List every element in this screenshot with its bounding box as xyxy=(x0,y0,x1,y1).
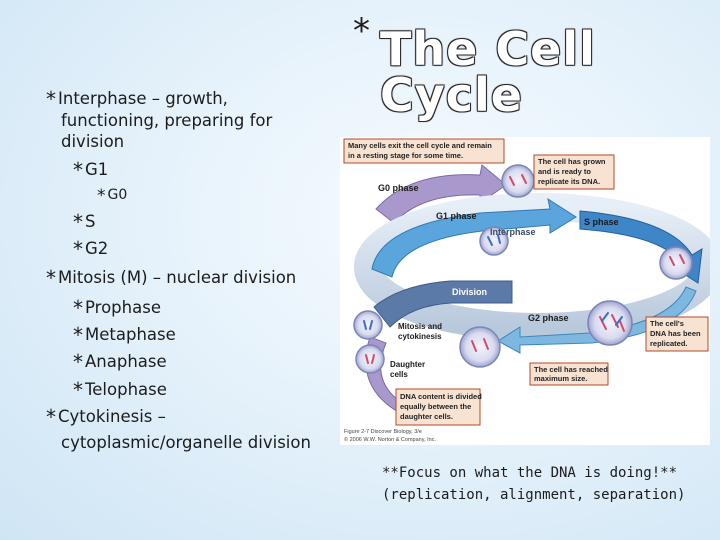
label-mitosis-line1: Mitosis and xyxy=(398,322,442,331)
division-band xyxy=(373,280,513,328)
bullet-g0: *G0 xyxy=(97,185,127,207)
bullet-text: Metaphase xyxy=(85,325,176,344)
bullet-marker: * xyxy=(73,158,83,182)
label-mitosis-line2: cytokinesis xyxy=(398,332,442,341)
title-bullet-marker: * xyxy=(353,11,370,51)
focus-note-line2: (replication, alignment, separation) xyxy=(382,487,686,503)
bullet-text: G1 xyxy=(85,160,109,179)
bullet-metaphase: *Metaphase xyxy=(73,324,176,346)
label-g0: G0 phase xyxy=(378,183,419,193)
label-daughter-line2: cells xyxy=(390,370,408,379)
callout-grown-line3: replicate its DNA. xyxy=(538,177,600,186)
bullet-text: Telophase xyxy=(85,380,167,399)
bullet-cytokinesis: *Cytokinesis – xyxy=(46,406,166,428)
callout-divided-box xyxy=(395,388,481,426)
cell-daughter-1 xyxy=(353,310,383,340)
callout-max-size-box xyxy=(529,362,609,386)
cell-cycle-figure: Many cells exit the cell cycle and remai… xyxy=(340,137,710,445)
bullet-marker: * xyxy=(73,378,83,402)
cell-cycle-diagram: Many cells exit the cell cycle and remai… xyxy=(343,138,710,443)
callout-resting-line1: Many cells exit the cell cycle and remai… xyxy=(348,141,492,150)
callout-grown-line1: The cell has grown xyxy=(538,157,606,166)
bullet-marker: * xyxy=(73,210,83,234)
bullet-interphase: *Interphase – growth, xyxy=(46,88,228,110)
focus-note-line1: **Focus on what the DNA is doing!** xyxy=(382,465,678,481)
figure-credit-line1: Figure 2-7 Discover Biology, 3/e xyxy=(344,429,422,435)
bullet-marker: * xyxy=(73,296,83,320)
bullet-marker: * xyxy=(46,266,56,290)
callout-max-size-line1: The cell has reached xyxy=(534,365,608,374)
bullet-anaphase: *Anaphase xyxy=(73,351,167,373)
bullet-marker: * xyxy=(73,237,83,261)
callout-replicated-line1: The cell's xyxy=(650,319,684,328)
cell-daughter-2 xyxy=(355,344,385,374)
cell-mitosis xyxy=(459,326,501,368)
bullet-text: Prophase xyxy=(85,298,161,317)
callout-divided-line2: equally between the xyxy=(400,402,471,411)
bullet-text: Cytokinesis – xyxy=(58,407,166,426)
callout-replicated-box xyxy=(645,316,709,352)
callout-resting-line2: in a resting stage for some time. xyxy=(348,151,463,160)
bullet-text: Anaphase xyxy=(85,352,167,371)
bullet-g2: *G2 xyxy=(73,238,108,260)
bullet-prophase: *Prophase xyxy=(73,297,161,319)
bullet-marker: * xyxy=(97,186,106,206)
callout-replicated-line3: replicated. xyxy=(650,339,688,348)
bullet-text: G2 xyxy=(85,239,109,258)
cell-g2 xyxy=(587,300,633,346)
interphase-ring xyxy=(354,193,710,341)
figure-credit-line2: © 2006 W.W. Norton & Company, Inc. xyxy=(344,436,436,443)
callout-divided-line1: DNA content is divided xyxy=(400,392,482,401)
bullet-interphase-line2: functioning, preparing for xyxy=(61,111,273,130)
g1-arrow xyxy=(371,197,577,278)
label-g2: G2 phase xyxy=(528,313,569,323)
chromosomes xyxy=(363,174,685,364)
callout-divided-line3: daughter cells. xyxy=(400,412,453,421)
label-division: Division xyxy=(452,287,487,297)
g2-arrow xyxy=(497,286,697,354)
slide-title: The Cell Cycle xyxy=(380,22,596,122)
callout-resting-box xyxy=(343,138,505,164)
bullet-marker: * xyxy=(73,350,83,374)
callout-grown-line2: and is ready to xyxy=(538,167,591,176)
cell-g0 xyxy=(501,164,535,198)
label-daughter-line1: Daughter xyxy=(390,360,425,369)
label-g1: G1 phase xyxy=(436,211,477,221)
focus-note: **Focus on what the DNA is doing!** (rep… xyxy=(382,462,702,506)
bullet-mitosis: *Mitosis (M) – nuclear division xyxy=(46,267,296,289)
label-s: S phase xyxy=(584,217,619,227)
bullet-marker: * xyxy=(46,405,56,429)
bullet-marker: * xyxy=(46,87,56,111)
cell-s xyxy=(659,246,693,280)
callout-grown-box xyxy=(533,154,615,190)
bullet-g1: *G1 xyxy=(73,159,108,181)
cell-g1 xyxy=(479,226,509,256)
bullet-text: S xyxy=(85,212,96,231)
bullet-text: Mitosis (M) – nuclear division xyxy=(58,268,297,287)
callout-max-size-line2: maximum size. xyxy=(534,374,587,383)
bullet-telophase: *Telophase xyxy=(73,379,167,401)
bullet-text: G0 xyxy=(107,187,128,203)
bullet-cytokinesis-line2: cytoplasmic/organelle division xyxy=(61,433,311,452)
bullet-interphase-line3: division xyxy=(61,132,125,151)
bullet-marker: * xyxy=(73,323,83,347)
label-interphase: Interphase xyxy=(490,227,536,237)
callout-replicated-line2: DNA has been xyxy=(650,329,701,338)
bullet-text: Interphase – growth, xyxy=(58,89,228,108)
bullet-s: *S xyxy=(73,211,95,233)
